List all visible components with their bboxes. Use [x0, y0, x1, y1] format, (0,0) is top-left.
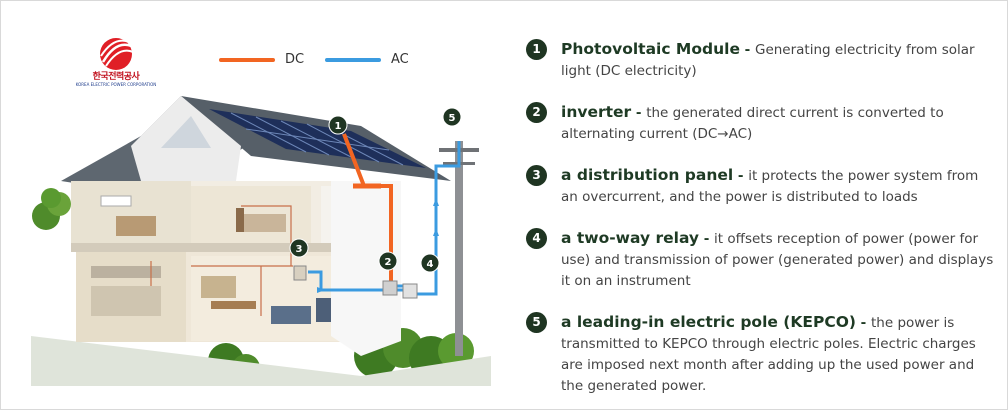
marker-3: 3 [289, 238, 309, 258]
description-item-5: 5 a leading-in electric pole (KEPCO) - t… [526, 312, 996, 397]
marker-3-label: 3 [296, 244, 303, 255]
description-item-2: 2 inverter - the generated direct curren… [526, 102, 996, 145]
item-5-title: a leading-in electric pole (KEPCO) [561, 313, 856, 331]
marker-2: 2 [378, 251, 398, 271]
kepco-logo-icon [100, 38, 134, 70]
legend-dc-label: DC [285, 52, 305, 67]
legend-descriptions: 1 Photovoltaic Module - Generating elect… [526, 39, 996, 417]
item-4-separator: - [699, 231, 715, 247]
house-illustration: 1 2 3 4 5 [31, 96, 491, 386]
logo-english-name: KOREA ELECTRIC POWER CORPORATION [75, 82, 157, 87]
item-2-separator: - [631, 105, 647, 121]
ac-swatch [325, 57, 381, 62]
item-5-separator: - [855, 315, 871, 331]
legend-ac-label: AC [391, 52, 409, 67]
marker-5-label: 5 [449, 113, 456, 124]
dc-wiring [342, 133, 393, 286]
marker-4-label: 4 [427, 259, 434, 270]
marker-2-label: 2 [385, 257, 392, 268]
logo-korean-name: 한국전력공사 [92, 72, 140, 82]
item-2-desc: the generated direct current is converte… [561, 105, 944, 142]
item-1-number: 1 [526, 39, 547, 60]
description-item-4: 4 a two-way relay - it offsets reception… [526, 228, 996, 292]
item-5-number: 5 [526, 312, 547, 333]
utility-pole [439, 141, 479, 356]
item-3-separator: - [733, 168, 749, 184]
marker-5: 5 [442, 107, 462, 127]
item-2-title: inverter [561, 103, 632, 121]
legend-dc: DC [219, 52, 304, 67]
description-item-3: 3 a distribution panel - it protects the… [526, 165, 996, 208]
solar-panels [209, 109, 426, 168]
item-2-number: 2 [526, 102, 547, 123]
legend-ac: AC [325, 52, 409, 67]
marker-4: 4 [420, 253, 440, 273]
item-3-number: 3 [526, 165, 547, 186]
item-4-title: a two-way relay [561, 229, 700, 247]
item-4-number: 4 [526, 228, 547, 249]
item-1-title: Photovoltaic Module [561, 40, 740, 58]
item-1-separator: - [739, 42, 755, 58]
item-3-title: a distribution panel [561, 166, 734, 184]
item-4-desc: it offsets reception of power (power for… [561, 231, 994, 289]
item-1-desc: Generating electricity from solar light … [561, 42, 975, 79]
marker-1-label: 1 [335, 121, 342, 132]
illustration-panel: 한국전력공사 KOREA ELECTRIC POWER CORPORATION … [21, 26, 491, 396]
description-item-1: 1 Photovoltaic Module - Generating elect… [526, 39, 996, 82]
item-3-desc: it protects the power system from an ove… [561, 168, 979, 205]
dc-swatch [219, 57, 275, 62]
item-5-desc: the power is transmitted to KEPCO throug… [561, 315, 976, 394]
marker-1: 1 [328, 115, 348, 135]
